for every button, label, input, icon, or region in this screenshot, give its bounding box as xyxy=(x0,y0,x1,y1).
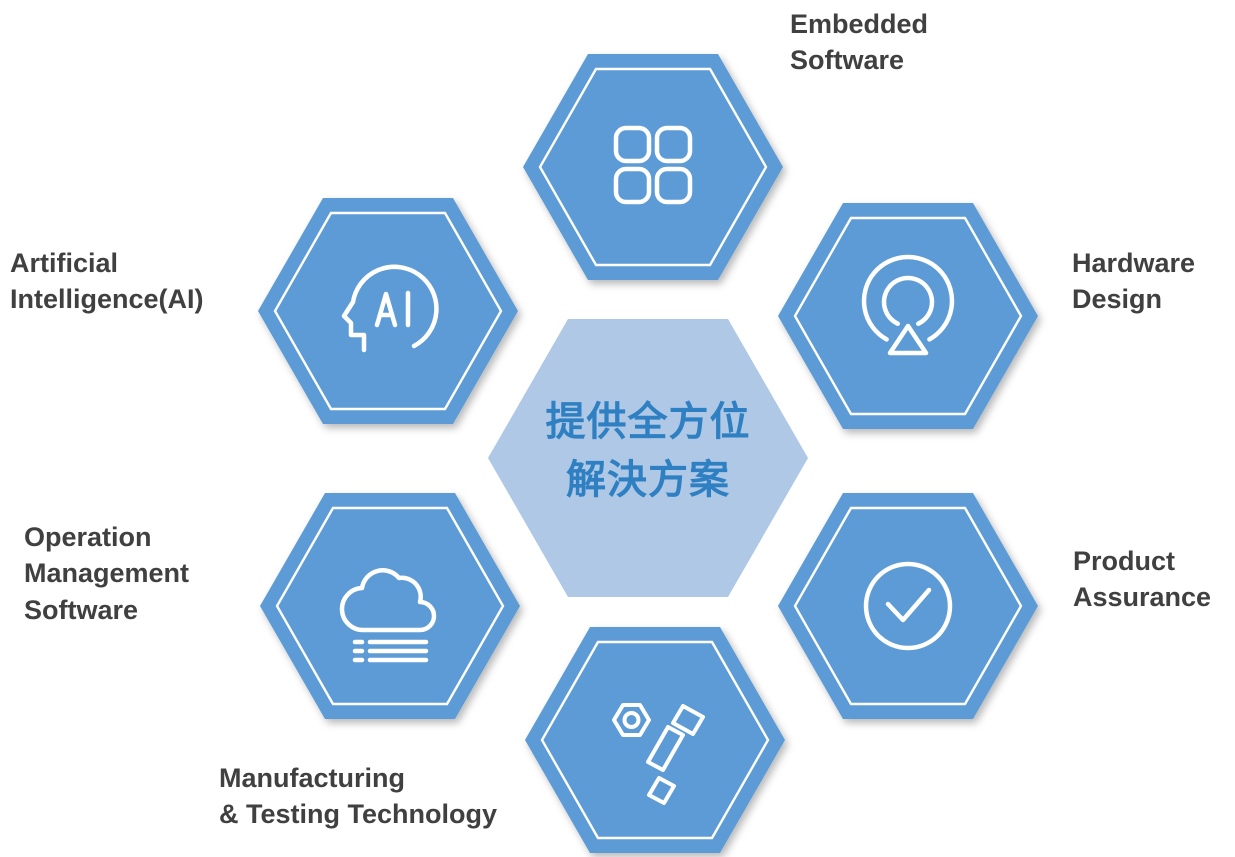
label-hardware-design: Hardware Design xyxy=(1072,248,1196,315)
center-title-line-2: 解決方案 xyxy=(566,457,730,503)
label-embedded-software: Embedded Software xyxy=(790,9,929,76)
hex-artificial-intelligence xyxy=(258,198,518,424)
center-title: 提供全方位 解決方案 xyxy=(488,393,808,509)
label-product-assurance: Product Assurance xyxy=(1073,546,1212,613)
center-hexagon xyxy=(488,319,808,597)
hex-embedded-software xyxy=(523,54,783,280)
bolt-nut-icon xyxy=(612,703,705,805)
target-icon xyxy=(861,254,955,356)
label-operation-management-software: Operation Management Software xyxy=(24,522,190,625)
hex-product-assurance xyxy=(778,493,1038,719)
ai-head-icon xyxy=(341,264,439,353)
hex-hardware-design xyxy=(778,203,1038,429)
cloud-icon xyxy=(339,568,437,663)
grid-icon xyxy=(613,125,693,205)
center-title-line-1: 提供全方位 xyxy=(545,399,751,445)
check-circle-icon xyxy=(863,561,953,651)
hex-operation-management-software xyxy=(260,493,520,719)
hex-manufacturing-testing xyxy=(525,627,785,853)
label-artificial-intelligence: Artificial Intelligence(AI) xyxy=(10,248,204,315)
label-manufacturing-testing: Manufacturing & Testing Technology xyxy=(219,763,498,830)
